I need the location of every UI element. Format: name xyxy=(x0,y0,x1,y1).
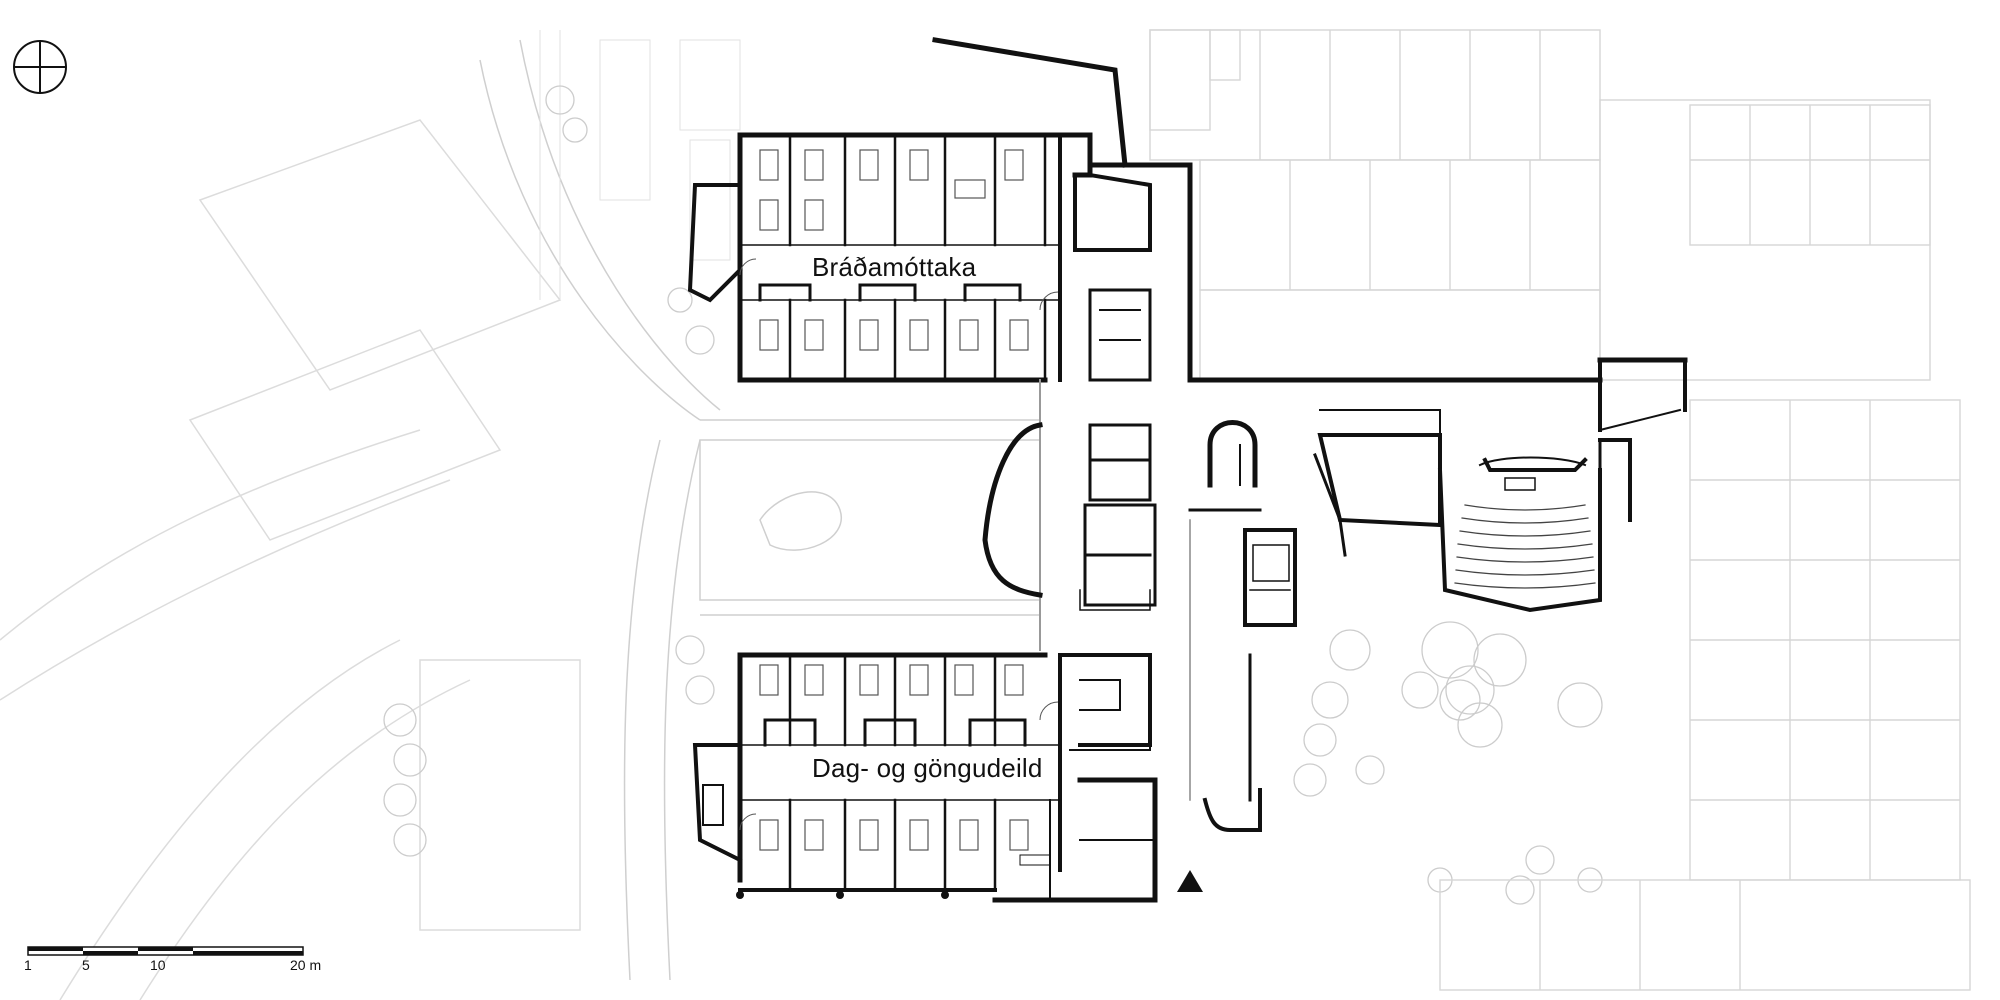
curved-lounge xyxy=(982,422,1043,598)
scale-tick-label: 5 xyxy=(82,957,90,973)
scale-bar xyxy=(27,946,304,956)
paving-north xyxy=(539,30,741,300)
door-swings xyxy=(739,258,1059,831)
stair-arch xyxy=(1207,420,1258,488)
existing-building-right xyxy=(1149,29,1971,991)
scale-tick-label: 10 xyxy=(150,957,166,973)
auditorium-seat-rows xyxy=(1454,504,1596,589)
scale-tick-label: 20 m xyxy=(290,957,322,973)
entrance-triangle-icon xyxy=(1177,870,1203,892)
scale-tick-label: 1 xyxy=(24,957,32,973)
building-walls xyxy=(687,37,1688,903)
north-wing-outline xyxy=(737,132,1093,178)
north-arrow-icon xyxy=(13,40,67,94)
wing-label-south: Dag- og göngudeild xyxy=(812,753,1043,783)
wing-label-north: Bráðamóttaka xyxy=(812,252,977,282)
site-context-left xyxy=(0,39,721,1000)
entrance-canopy-north xyxy=(932,37,1128,168)
auditorium-outline xyxy=(1437,467,1602,613)
trees xyxy=(383,85,1603,905)
